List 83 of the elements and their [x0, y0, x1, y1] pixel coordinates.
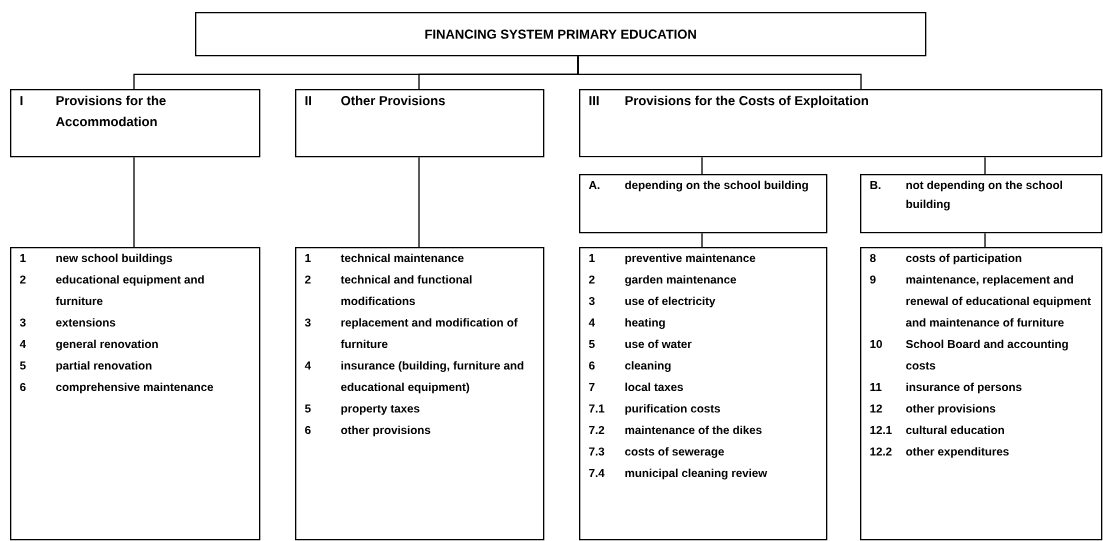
item-number: 9 [870, 275, 876, 284]
section-heading: depending on the school building [625, 180, 808, 192]
item-number: 12.1 [870, 425, 892, 434]
connector-line [701, 156, 703, 175]
list-item: use of electricity [625, 296, 716, 308]
item-number: 6 [589, 361, 595, 370]
list-item: comprehensive maintenance [56, 382, 214, 394]
list-item: property taxes [341, 405, 420, 415]
item-number: 2 [305, 275, 311, 284]
list-item: garden maintenance [625, 275, 737, 286]
connector-line [418, 156, 420, 248]
list-item: other provisions [341, 425, 431, 437]
item-number: 2 [20, 275, 26, 284]
category-box [579, 89, 1103, 158]
list-box [10, 247, 261, 541]
list-item: insurance of persons [906, 382, 1022, 394]
connector-line [133, 156, 135, 248]
list-box [860, 247, 1103, 541]
section-heading: Other Provisions [341, 95, 445, 106]
list-box [579, 247, 828, 541]
list-item: other provisions [906, 404, 996, 415]
item-number: 12 [870, 404, 882, 413]
list-item: extensions [56, 318, 116, 327]
item-number: 7.3 [589, 447, 605, 456]
list-item: technical maintenance [340, 253, 464, 263]
subcategory-box [860, 174, 1103, 234]
item-number: 5 [20, 361, 26, 370]
item-number: 7.4 [589, 469, 605, 477]
item-number: 1 [20, 254, 26, 262]
item-number: 5 [589, 340, 595, 349]
item-number: 5 [305, 404, 311, 413]
section-letter: A. [588, 181, 600, 189]
section-heading: Provisions for the Accommodation [56, 95, 166, 127]
item-number: 1 [589, 254, 595, 262]
list-item: municipal cleaning review [625, 468, 768, 480]
subcategory-box [579, 174, 828, 234]
section-number: III [589, 96, 599, 106]
list-box [295, 247, 545, 541]
list-item: purification costs [625, 404, 721, 415]
item-number: 7.1 [589, 404, 605, 413]
item-number: 10 [870, 339, 882, 349]
list-item: insurance (building, furniture and educational equipment) [341, 361, 524, 394]
list-item: cleaning [625, 361, 671, 372]
item-number: 1 [305, 254, 311, 262]
item-number: 3 [304, 318, 311, 327]
connector-line [984, 156, 986, 175]
list-item: costs of participation [906, 253, 1022, 265]
item-number: 11 [870, 383, 882, 391]
item-number: 3 [588, 296, 595, 306]
item-number: 4 [19, 340, 26, 348]
title-box: FINANCING SYSTEM PRIMARY EDUCATION [195, 12, 927, 57]
section-heading: Provisions for the Costs of Exploitation [625, 95, 868, 108]
list-item: maintenance, replacement and renewal of educational equipment and maintenance of furniture [906, 275, 1091, 327]
item-number: 2 [589, 275, 595, 284]
connector-line [701, 232, 703, 248]
connector-line [577, 55, 862, 90]
list-item: costs of sewerage [625, 447, 724, 458]
item-number: 3 [19, 318, 26, 327]
item-number: 4 [304, 361, 311, 370]
list-item: use of water [625, 339, 692, 349]
list-item: other expenditures [906, 447, 1009, 458]
category-box [10, 89, 261, 158]
list-item: heating [625, 318, 665, 329]
item-number: 12.2 [870, 447, 892, 456]
item-number: 7.2 [589, 425, 605, 434]
section-number: II [305, 96, 311, 106]
section-letter: B. [870, 181, 881, 189]
item-number: 6 [305, 425, 311, 435]
connector-line [984, 232, 986, 248]
section-heading: not depending on the school building [906, 180, 1062, 211]
list-item: partial renovation [56, 361, 152, 372]
list-item: cultural education [906, 425, 1004, 435]
item-number: 8 [870, 253, 876, 263]
item-number: 7 [589, 383, 595, 391]
list-item: new school buildings [56, 253, 173, 265]
list-item: maintenance of the dikes [625, 425, 762, 435]
list-item: local taxes [625, 382, 683, 392]
item-number: 4 [588, 318, 595, 327]
list-item: general renovation [56, 339, 158, 351]
section-number: I [20, 96, 23, 106]
item-number: 6 [20, 382, 26, 392]
category-box [295, 89, 545, 158]
list-item: preventive maintenance [625, 253, 756, 265]
